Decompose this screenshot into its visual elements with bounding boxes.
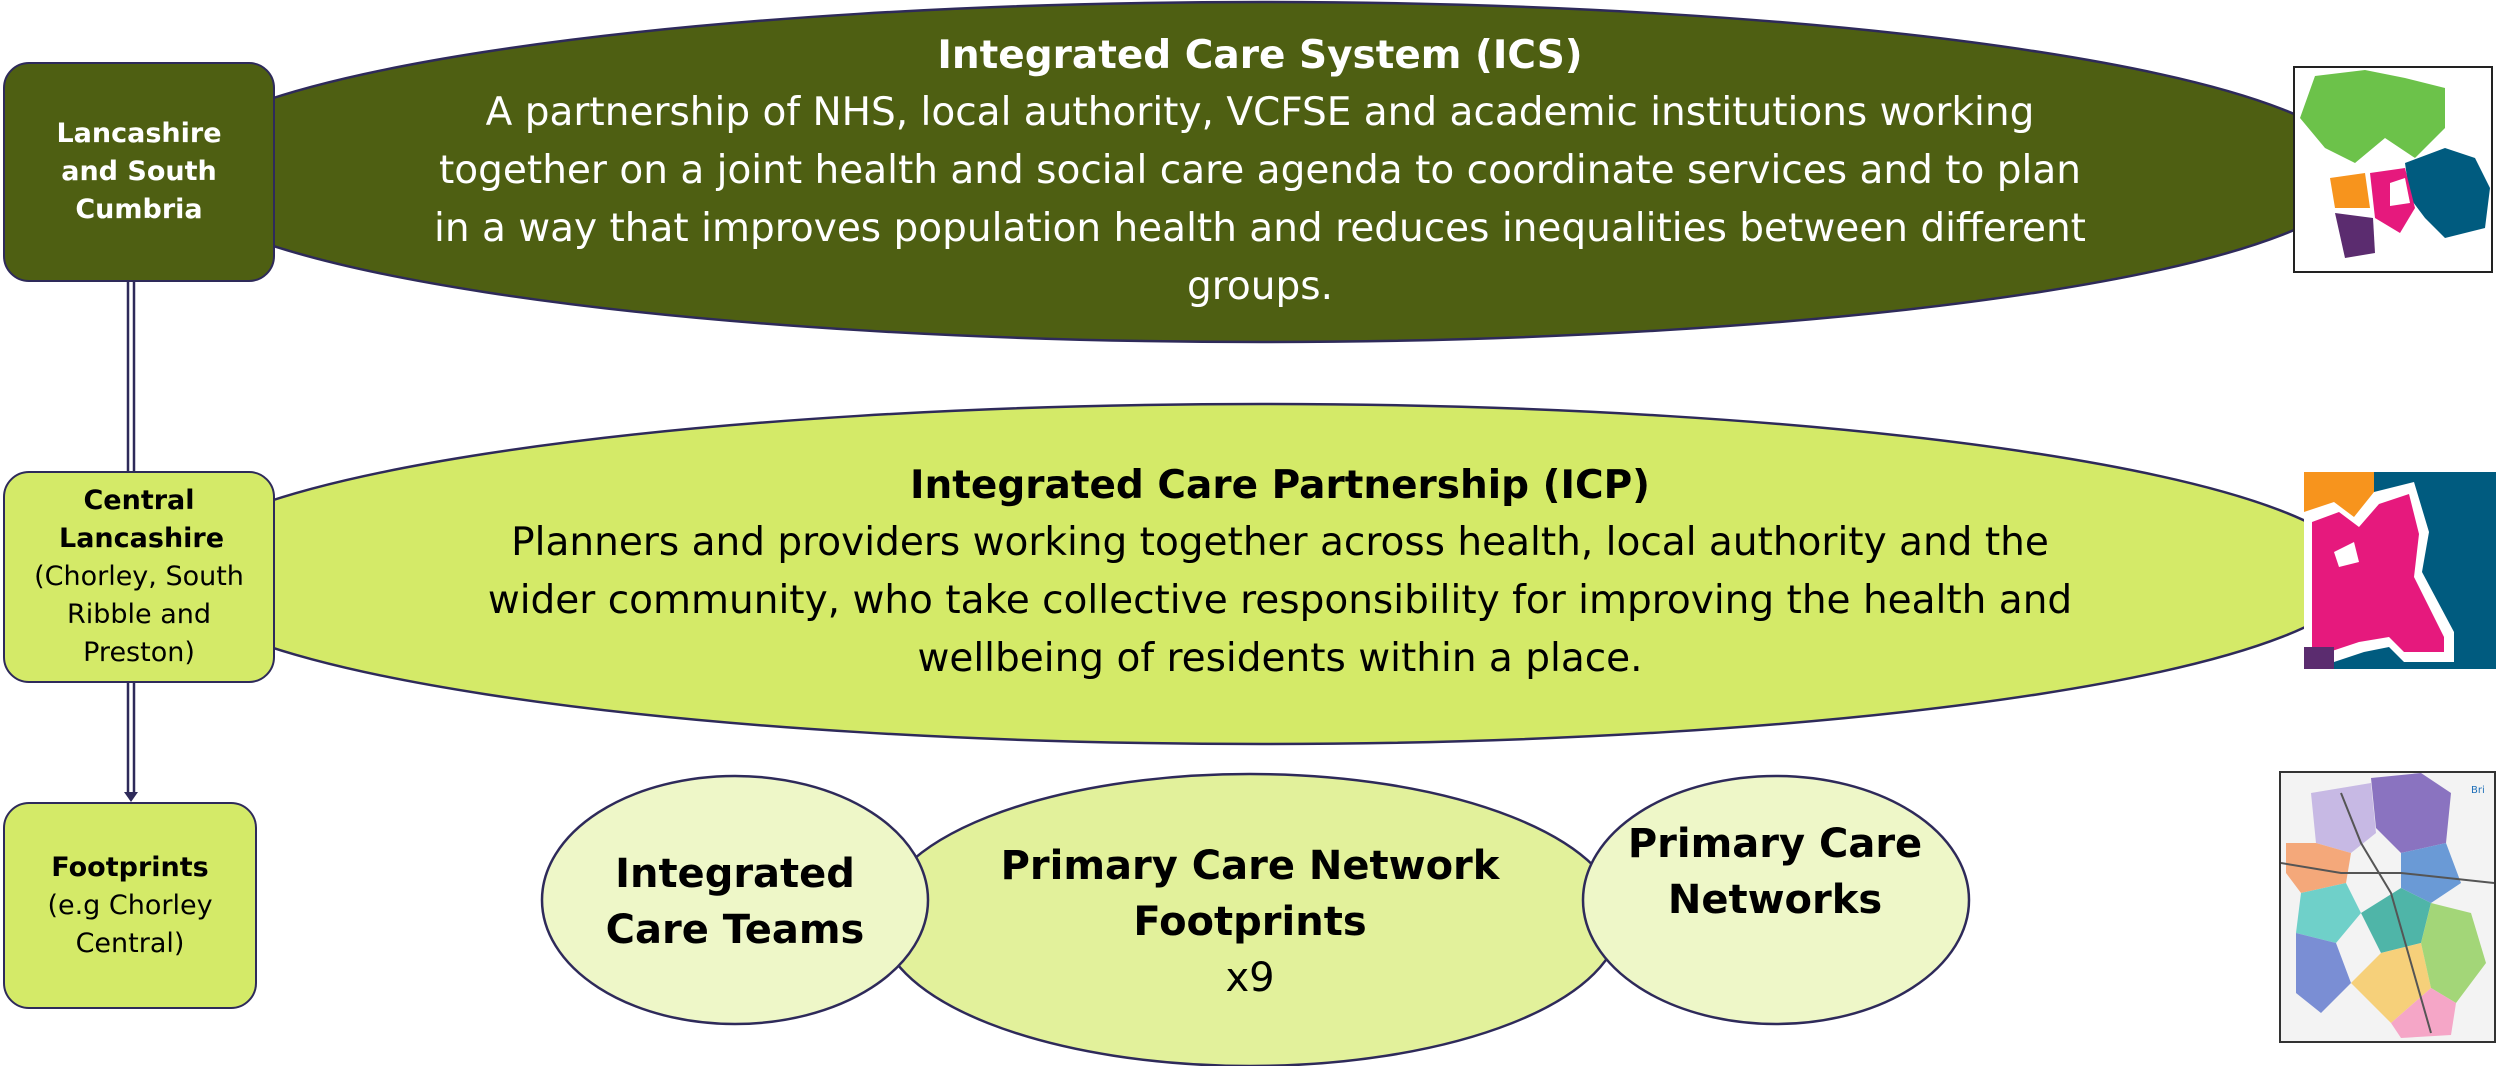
region-detail: (e.g Chorley Central) [47, 889, 213, 959]
pcn-footprints-text: Primary Care Network Footprints x9 [1000, 838, 1500, 1006]
primary-care-networks-label: Primary Care Networks [1627, 821, 1923, 923]
ics-title: Integrated Care System (ICS) [937, 33, 1583, 78]
pcn-footprints-map-icon: Bri [2279, 771, 2496, 1043]
ics-text-block: Integrated Care System (ICS) A partnersh… [420, 28, 2100, 316]
region-detail: (Chorley, South Ribble and Preston) [34, 561, 244, 668]
region-title: Footprints [51, 851, 209, 883]
svg-text:Bri: Bri [2471, 785, 2485, 796]
icp-title: Integrated Care Partnership (ICP) [909, 463, 1650, 508]
arrowhead [124, 792, 138, 802]
integrated-care-teams-oval [540, 774, 930, 1026]
icp-description: Planners and providers working together … [487, 520, 2073, 681]
lancashire-south-cumbria-map-icon [2293, 66, 2493, 273]
central-lancashire-map-icon [2304, 472, 2496, 669]
integrated-care-teams-label: Integrated Care Teams [605, 851, 865, 953]
primary-care-networks-oval [1581, 774, 1971, 1026]
region-box-lancashire-south-cumbria: Lancashire and South Cumbria [3, 62, 275, 282]
region-title: Central Lancashire [59, 485, 225, 554]
region-box-footprints: Footprints (e.g Chorley Central) [3, 802, 257, 1009]
region-label: Lancashire and South Cumbria [56, 118, 222, 225]
icp-text-block: Integrated Care Partnership (ICP) Planne… [460, 458, 2100, 688]
region-box-central-lancashire: Central Lancashire (Chorley, South Ribbl… [3, 471, 275, 683]
pcn-footprints-label: Primary Care Network Footprints [1000, 843, 1500, 945]
pcn-count: x9 [1225, 955, 1275, 1001]
ics-description: A partnership of NHS, local authority, V… [434, 90, 2086, 309]
